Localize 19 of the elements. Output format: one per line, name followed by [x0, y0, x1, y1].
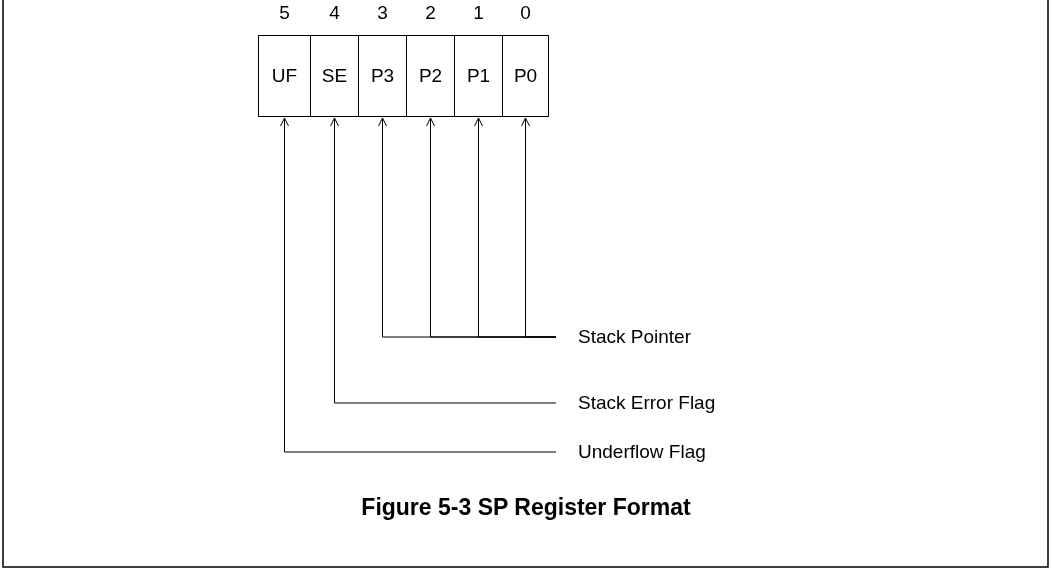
- leader-arrow: [521, 117, 557, 338]
- field-name: P3: [370, 65, 395, 87]
- callout-label: Underflow Flag: [556, 440, 706, 464]
- leader-arrow: [330, 117, 557, 404]
- callout-label: Stack Pointer: [556, 325, 691, 349]
- field-name: P0: [513, 65, 538, 87]
- bit-number: 4: [328, 2, 341, 24]
- bit-number: 2: [424, 2, 437, 24]
- bit-number: 5: [278, 2, 291, 24]
- field-name: P2: [418, 65, 443, 87]
- field-name: P1: [466, 65, 491, 87]
- bit-number: 0: [519, 2, 532, 24]
- field-name: UF: [271, 65, 298, 87]
- bit-number: 1: [472, 2, 485, 24]
- field-name: SE: [321, 65, 348, 87]
- leader-arrow: [280, 117, 557, 453]
- callout-label: Stack Error Flag: [556, 391, 716, 415]
- figure-caption: Figure 5-3 SP Register Format: [360, 494, 692, 521]
- bit-number: 3: [376, 2, 389, 24]
